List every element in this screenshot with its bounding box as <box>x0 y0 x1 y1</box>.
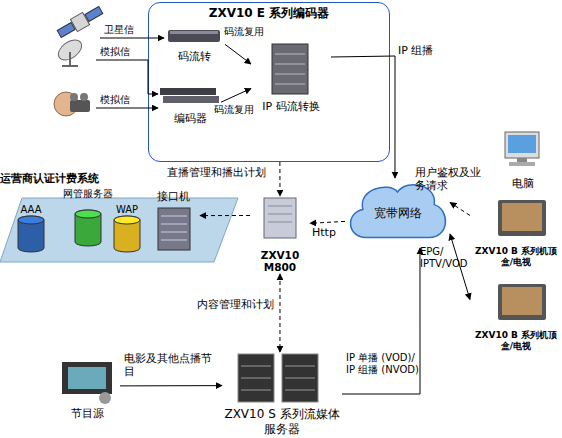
node-label: IP 码流转换 <box>262 100 319 113</box>
cylinder-body <box>114 216 140 252</box>
node-label: 码流转 <box>178 50 211 63</box>
connector-label: IP 单播 (VOD)/ IP 组播 (NVOD) <box>346 352 420 376</box>
connector-label: IP 组播 <box>398 44 458 57</box>
cylinder-body <box>75 210 101 246</box>
connector-arrow <box>279 274 280 352</box>
satellite-icon <box>56 4 105 40</box>
device-box: 编码器 <box>159 87 221 125</box>
cylinder-top <box>18 216 44 224</box>
cylinder-top <box>75 210 101 218</box>
signal-label: 卫星信 <box>104 24 134 36</box>
connector-arrow <box>221 89 251 103</box>
connector-label: 电影及其他点播节目 <box>124 352 218 377</box>
transcoder-icon <box>168 30 220 42</box>
billing-band: 运营商认证计费系统 AAA 网管服务器WAP 接口机 <box>0 172 238 264</box>
cylinder-body <box>18 216 44 252</box>
connector-arrow <box>120 385 222 386</box>
rack-icon <box>272 44 308 94</box>
connector-label: 直播管理和播出计划 <box>166 166 266 179</box>
encoder-icon <box>160 88 219 103</box>
cylinder-top <box>114 216 140 224</box>
node-label: 运营商认证计费系统 <box>0 172 99 185</box>
node-label: 接口机 <box>157 190 190 203</box>
node-label: ZXV10 E 系列编码器 <box>209 6 330 20</box>
node-label: AAA <box>20 204 41 216</box>
node-label: 电脑 <box>512 177 534 190</box>
connector-label: EPG/ IPTV/VOD <box>420 246 468 270</box>
client-box: ZXV10 B 系列机顶盒/电视 <box>470 198 562 268</box>
streaming-rack-icon <box>238 354 318 402</box>
encoder-group: ZXV10 E 系列编码器码流转编码器 IP 码流转换 <box>148 2 390 162</box>
client-box: ZXV10 B 系列机顶盒/电视 <box>470 282 562 352</box>
tv-icon <box>498 284 546 320</box>
node-label: 编码器 <box>174 112 207 125</box>
film-icon <box>62 362 112 404</box>
band-shape <box>0 198 238 262</box>
database-cylinder: WAP <box>112 204 142 252</box>
device-box: 码流转 <box>163 29 225 63</box>
interface-box: 接口机 <box>146 190 200 254</box>
client-box: 电脑 <box>495 128 550 190</box>
node-label: ZXV10 B 系列机顶盒/电视 <box>470 246 562 268</box>
node-label: ZXV10 M800 <box>250 249 310 274</box>
connector-arrow <box>310 221 345 223</box>
server-box: ZXV10 S 系列流媒体服务器 <box>222 352 342 436</box>
connector-label: Http <box>312 226 346 239</box>
connector-arrow <box>279 162 280 196</box>
source-box: 节目源 <box>55 358 120 420</box>
server-icon <box>264 198 296 238</box>
signal-wire <box>100 38 164 39</box>
camera-icon <box>54 92 90 116</box>
dish-icon <box>55 36 85 66</box>
connector-label: 码流复用 <box>224 26 274 38</box>
node-label: 网管服务器 <box>63 188 113 200</box>
signal-label: 模拟信 <box>100 94 130 106</box>
node-label: ZXV10 S 系列流媒体服务器 <box>222 407 342 436</box>
device-box: IP 码流转换 <box>251 43 331 113</box>
signal-label: 模拟信 <box>100 46 130 58</box>
connector-arrow <box>225 44 251 64</box>
database-cylinder: 网管服务器 <box>56 188 120 246</box>
connector-arrow <box>331 56 395 178</box>
node-label: WAP <box>116 204 138 216</box>
database-cylinder: AAA <box>14 204 48 252</box>
node-label: 宽带网络 <box>374 206 422 220</box>
connector-arrow <box>342 248 420 394</box>
server-box: ZXV10 M800 <box>250 196 310 274</box>
cloud-shape <box>351 185 446 238</box>
connector-arrow <box>450 203 470 216</box>
connector-label: 码流复用 <box>214 104 264 116</box>
connector-label: 用户鉴权及业务请求 <box>415 166 489 192</box>
connector-label: 内容管理和计划 <box>188 298 274 311</box>
node-label: ZXV10 B 系列机顶盒/电视 <box>470 330 562 352</box>
tv-icon <box>498 200 546 236</box>
computer-icon <box>505 132 539 166</box>
node-label: 节目源 <box>71 407 104 420</box>
